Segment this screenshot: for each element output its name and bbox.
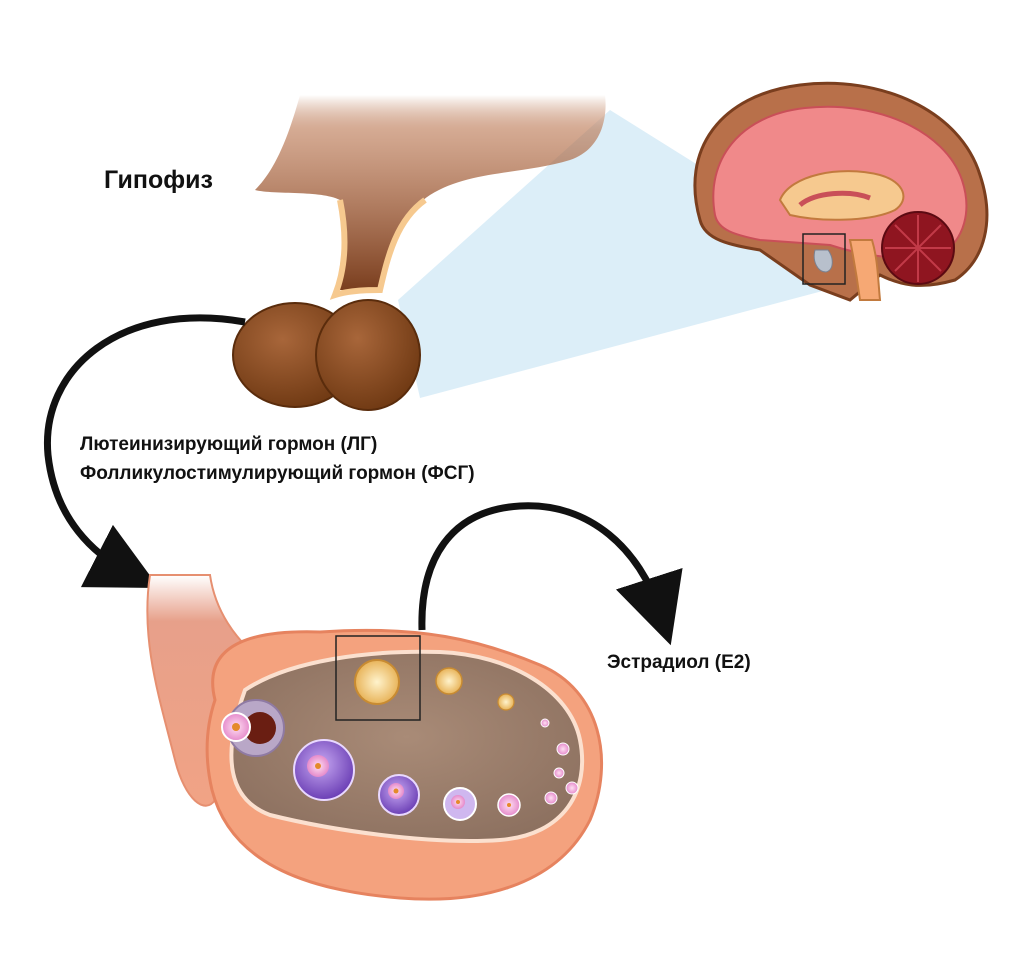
lh-label: Лютеинизирующий гормон (ЛГ) [80,434,378,455]
estradiol-arrow [418,502,683,646]
ovary-highlight-box [335,635,421,721]
fsh-label: Фолликулостимулирующий гормон (ФСГ) [80,463,475,484]
zoom-cone [398,110,845,398]
ovary-illustration [146,574,603,901]
pituitary-gland [232,95,606,411]
estradiol-label: Эстрадиол (Е2) [607,652,751,673]
brain-illustration [693,81,989,302]
hormones-label: Лютеинизирующий гормон (ЛГ) Фолликулости… [80,430,475,488]
hormone-arrow [43,314,246,589]
pituitary-label: Гипофиз [104,166,213,194]
pituitary-highlight-box [802,233,846,285]
